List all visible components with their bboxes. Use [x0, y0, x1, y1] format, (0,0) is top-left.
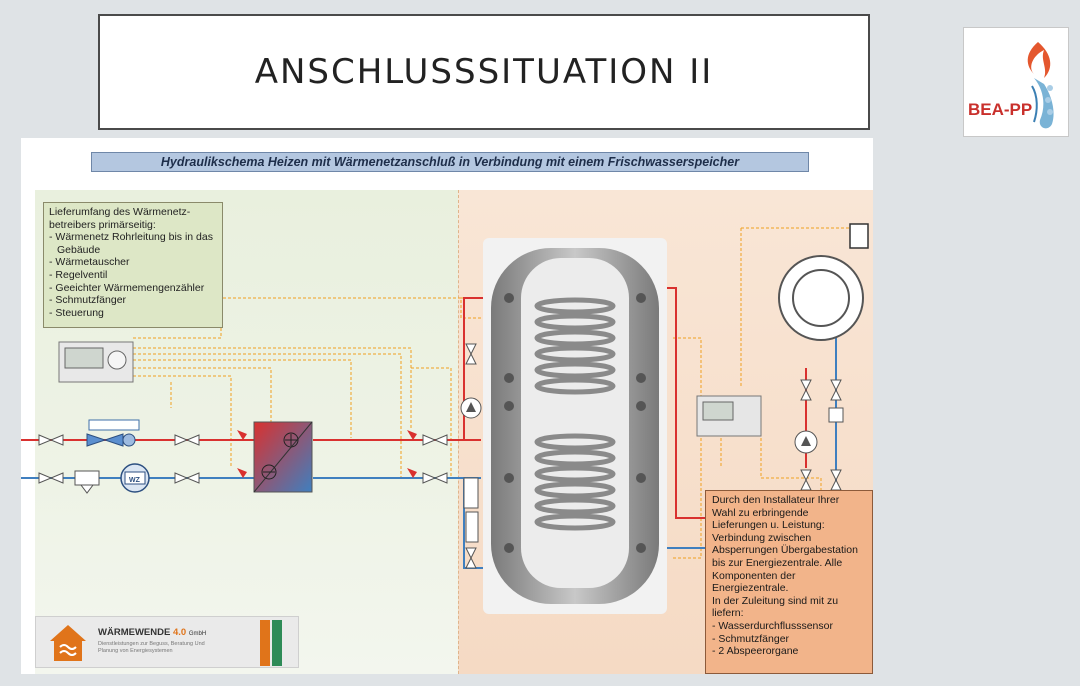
- installer-scope-line: Durch den Installateur Ihrer: [712, 494, 840, 506]
- room-thermostat-icon: [849, 223, 869, 249]
- installer-scope-line: - Schmutzfänger: [712, 632, 790, 645]
- brand-bar-green: [272, 620, 282, 666]
- installer-scope-line: In der Zuleitung sind mit zu: [712, 594, 839, 607]
- installer-scope-line: liefern:: [712, 607, 744, 620]
- controller-unit-icon: [58, 341, 134, 383]
- company-name: WÄRMEWENDE 4.0 GmbH: [98, 627, 206, 638]
- dirt-trap-icon: [74, 470, 100, 494]
- installer-scope-line: Absperrungen Übergabestation: [712, 544, 858, 557]
- meter-label: WZ: [129, 477, 141, 484]
- installer-scope-line: Komponenten der: [712, 569, 796, 582]
- heat-exchanger-icon: [253, 421, 313, 493]
- slide-title-box: ANSCHLUSSSITUATION II: [98, 14, 870, 130]
- supplier-scope-line: - Geeichter Wärmemengenzähler: [49, 281, 205, 294]
- heating-controller-icon: [696, 395, 762, 437]
- installer-scope-line: - 2 Abspeerorgane: [712, 645, 799, 658]
- supplier-scope-line: - Wärmenetz Rohrleitung bis in das: [49, 231, 213, 244]
- supplier-scope-line: betreibers primärseitig:: [49, 218, 156, 231]
- flame-logo-icon: [1027, 42, 1054, 129]
- heating-circuit-icon: [778, 255, 864, 341]
- heat-meter-icon: [120, 463, 150, 493]
- installer-scope-line: Energiezentrale.: [712, 582, 789, 595]
- company-tagline: Dienstleistungen zur Beguss, Beratung Un…: [98, 641, 205, 654]
- company-badge: WÄRMEWENDE 4.0 GmbH Dienstleistungen zur…: [35, 616, 299, 668]
- control-valve-icon: [86, 419, 140, 447]
- installer-scope-line: bis zur Energiezentrale. Alle: [712, 556, 843, 569]
- supplier-scope-line: Gebäude: [57, 243, 101, 256]
- installer-scope-line: Wahl zu erbringende: [712, 506, 809, 519]
- installer-scope-line: - Wasserdurchflusssensor: [712, 619, 833, 632]
- secondary-fittings: [460, 343, 482, 569]
- supplier-scope-line: - Steuerung: [49, 306, 104, 319]
- company-suffix: GmbH: [188, 631, 207, 637]
- supplier-scope-box: Lieferumfang des Wärmenetz- betreibers p…: [43, 202, 223, 328]
- brand-bar-orange: [260, 620, 270, 666]
- diagram-banner: Hydraulikschema Heizen mit Wärmenetzansc…: [91, 152, 809, 172]
- installer-scope-box: Durch den Installateur Ihrer Wahl zu erb…: [705, 490, 873, 674]
- piping-schematic: WZ: [21, 223, 869, 614]
- primary-valves: [38, 434, 448, 484]
- hydraulic-diagram: Hydraulikschema Heizen mit Wärmenetzansc…: [21, 138, 873, 674]
- company-version: 4.0: [172, 627, 187, 638]
- storage-tank-icon: [483, 238, 667, 614]
- company-name-text: WÄRMEWENDE: [98, 627, 171, 638]
- supplier-scope-line: Lieferumfang des Wärmenetz-: [49, 206, 191, 218]
- installer-scope-line: Lieferungen u. Leistung:: [712, 519, 825, 532]
- supplier-scope-line: - Schmutzfänger: [49, 294, 127, 307]
- logo-text: BEA-PP: [968, 100, 1033, 119]
- supplier-scope-line: - Wärmetauscher: [49, 256, 130, 269]
- company-logo: BEA-PP: [963, 27, 1069, 137]
- slide-title: ANSCHLUSSSITUATION II: [254, 52, 714, 92]
- house-logo-icon: [50, 625, 86, 661]
- supplier-scope-line: - Regelventil: [49, 268, 108, 281]
- installer-scope-line: Verbindung zwischen: [712, 531, 812, 544]
- heating-circuit-fittings: [794, 379, 844, 491]
